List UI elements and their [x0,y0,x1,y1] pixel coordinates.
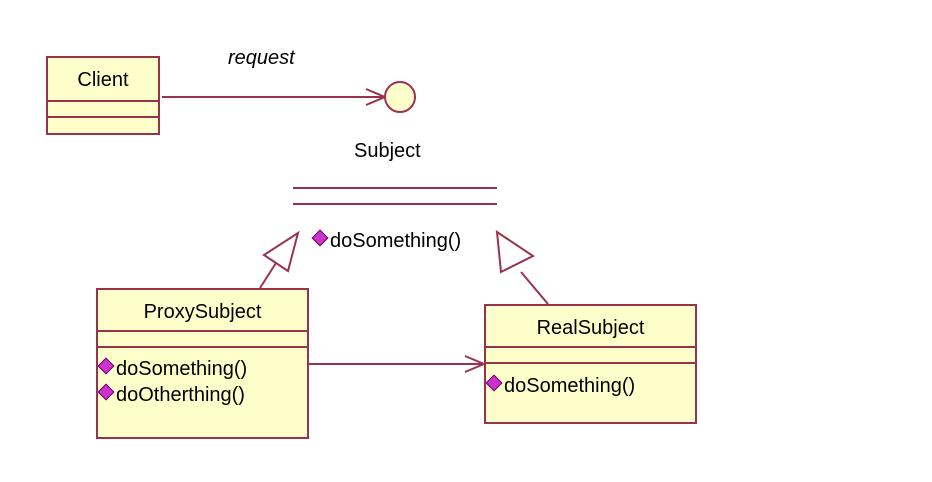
client-class-name: Client [48,58,158,102]
real-realization-triangle [495,229,535,274]
subject-operation-label: doSomething() [330,230,462,252]
proxy-realization-triangle [262,230,300,273]
real-subject-attributes-compartment [486,348,695,364]
operation-diamond-icon [485,374,503,392]
proxy-subject-attributes-compartment [98,332,307,348]
proxy-subject-operation-label: doSomething() [116,358,248,380]
request-label: request [228,47,295,69]
operation-diamond-icon [311,229,329,247]
proxy-subject-operation-label: doOtherthing() [116,384,245,406]
proxy-subject-operations-compartment: doSomething() doOtherthing() [97,348,307,408]
client-operations-compartment [48,118,158,133]
real-subject-operation-label: doSomething() [504,375,636,397]
operation-diamond-icon [97,383,115,401]
proxy-subject-class: ProxySubject doSomething() doOtherthing(… [96,288,309,439]
real-subject-class-name: RealSubject [486,306,695,348]
proxy-subject-class-name: ProxySubject [98,290,307,332]
proxy-subject-operation: doSomething() [97,356,307,382]
operation-diamond-icon [97,357,115,375]
real-subject-operation: doSomething() [485,373,695,399]
client-class: Client [46,56,160,135]
real-realization-line [520,271,549,305]
proxy-subject-operation: doOtherthing() [97,382,307,408]
client-attributes-compartment [48,102,158,118]
real-subject-class: RealSubject doSomething() [484,304,697,424]
subject-interface-name: Subject [354,140,421,162]
subject-interface-lollipop [384,81,416,113]
subject-operation: doSomething() [311,228,462,254]
real-subject-operations-compartment: doSomething() [485,364,695,399]
proxy-realization-line [259,262,277,289]
